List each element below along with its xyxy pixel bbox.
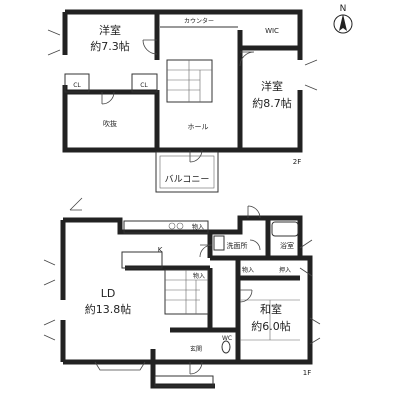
2f-window-west [47,29,61,56]
1f-stairs [164,269,209,315]
1f-entrance-label: 玄関 [190,345,202,353]
2f-room-western-ne-name: 洋室 [261,79,283,93]
2f-balcony-inner [159,155,215,189]
1f-door-kitchen [199,244,213,258]
2f-closet-left-label: CL [73,82,81,89]
2f-stairs [166,59,213,103]
compass: N [333,4,353,34]
1f-bath-label: 浴室 [280,241,294,250]
2f-stair-box [166,59,213,103]
1f-door-entrance [189,361,203,375]
1f-washitsu-name: 和室 [260,302,282,316]
2f-closet-left-box [64,73,90,93]
2f-closet-right-label: CL [140,82,148,89]
compass-north-label: N [340,4,347,14]
2f-door-ne [239,51,255,67]
1f-toilet-icon [221,340,231,354]
1f-window-east [309,317,321,345]
2f-hall-label: ホール [188,123,209,131]
1f-washbasin-icon [213,235,225,251]
2f-atrium-label: 吹抜 [103,119,117,128]
1f-stair-box [164,269,209,315]
1f-door-wash [249,239,261,251]
1f-window-bath [299,239,313,277]
2f-balcony-label: バルコニー [165,174,210,185]
2f-outer-wall [62,9,303,153]
1f-ld-name: LD [101,287,116,300]
1f-kitchen-label: K [158,246,163,254]
2f-room-western-ne-size: 約8.7帖 [252,96,292,110]
1f-wc-label: WC [222,335,232,342]
2f-balcony-outline [155,151,219,193]
1f-storage-kitchen-label: 物入 [192,223,204,231]
floor-1f: K 物入 洗面所 浴室 LD 約13.8帖 物入 物入 押入 和室 約6.0帖 … [43,197,321,389]
1f-washroom-label: 洗面所 [227,241,248,250]
1f-bay-window [94,361,146,371]
2f-counter-label: カウンター [184,17,214,25]
1f-kitchen-counter [123,220,209,234]
1f-storage-mid-label: 物入 [242,266,254,274]
compass-arrow-icon [339,14,347,31]
2f-room-western-nw-name: 洋室 [99,23,121,37]
2f-window-east [304,59,318,91]
1f-tatami-lines [240,299,300,341]
1f-window-west [43,259,56,286]
2f-room-western-nw-size: 約7.3帖 [90,39,130,53]
1f-sink-icon [168,222,176,230]
1f-ld-size: 約13.8帖 [85,302,132,316]
1f-stove-icon [176,222,184,230]
1f-floor-label: 1F [303,369,311,377]
1f-door-north [247,205,261,219]
2f-door-atrium [101,91,115,105]
1f-door-nw [69,197,83,211]
2f-floor-label: 2F [293,158,301,166]
2f-closet-right-box [131,73,158,93]
floor-2f: 洋室 約7.3帖 カウンター WIC 洋室 約8.7帖 CL CL 吹抜 ホール… [47,9,318,193]
2f-wic-label: WIC [265,27,279,35]
1f-porch [154,375,214,387]
1f-bathtub-icon [271,221,299,237]
2f-door-nw [142,39,158,55]
1f-kitchen-island [121,251,163,269]
1f-window-west-2 [43,319,56,341]
1f-oshiire-label: 押入 [279,266,291,274]
1f-door-washitsu [239,289,253,303]
1f-washitsu-size: 約6.0帖 [251,319,291,333]
1f-storage-stair-label: 物入 [193,272,205,280]
